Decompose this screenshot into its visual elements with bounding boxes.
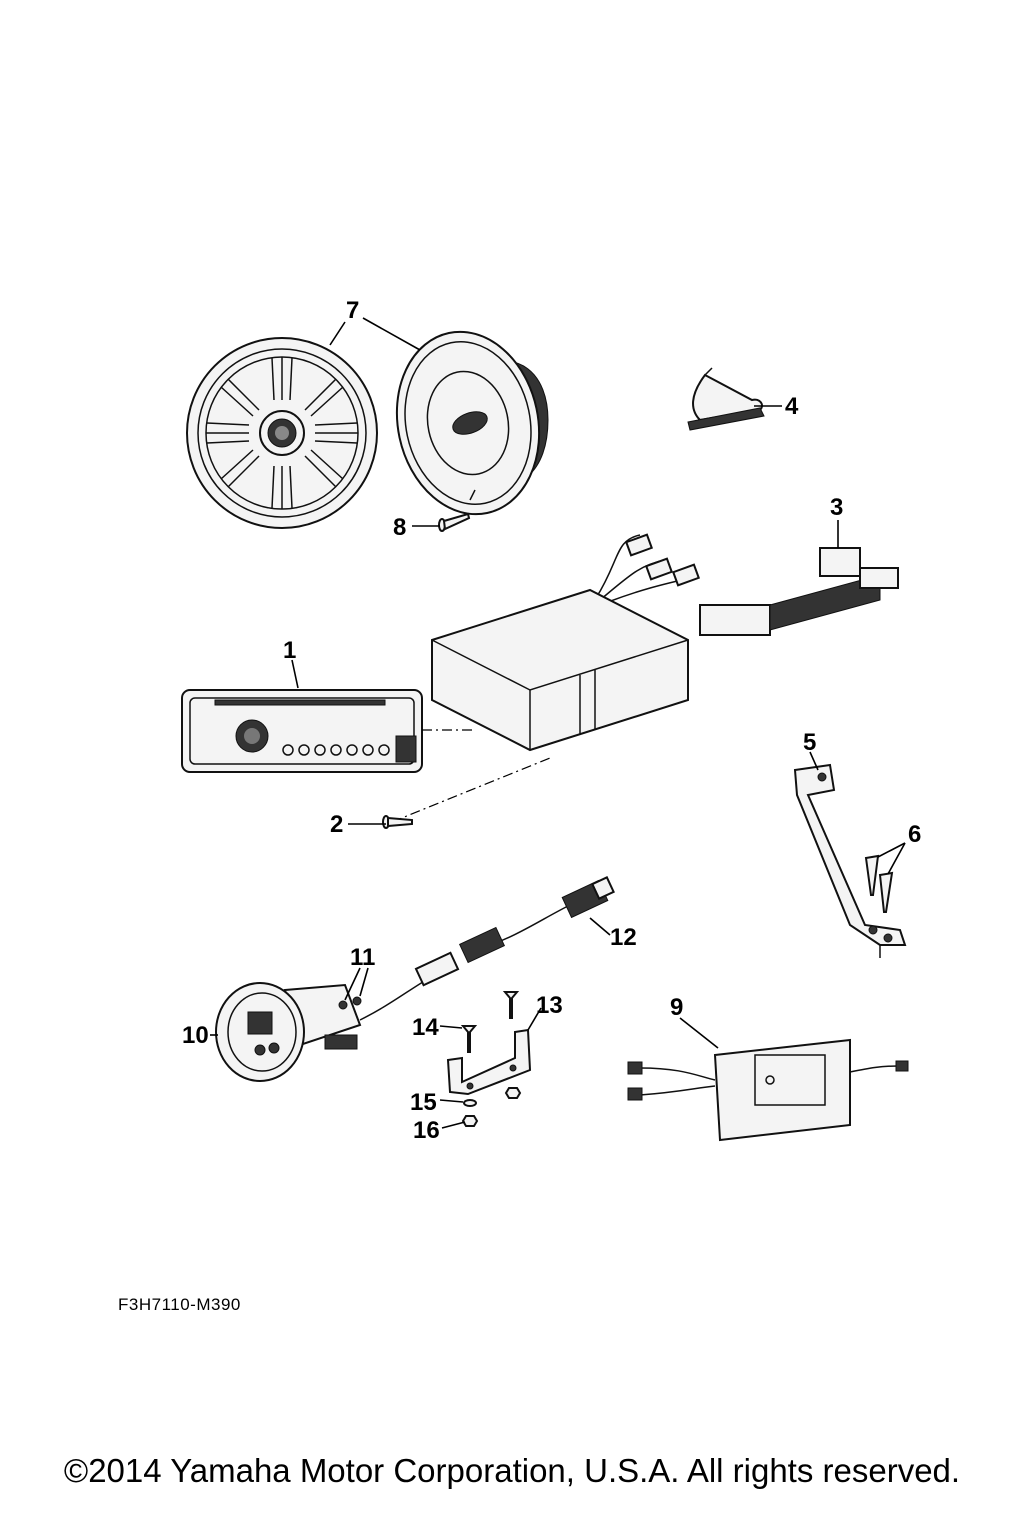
callout-16: 16: [413, 1117, 440, 1144]
extension-cable: [359, 876, 615, 1021]
cd-receiver: [181, 689, 423, 773]
screw: [864, 854, 894, 913]
callout-2: 2: [330, 811, 343, 838]
nut: [461, 1087, 522, 1127]
wire-harness: [595, 533, 899, 636]
callout-11: 11: [350, 944, 375, 971]
callout-labels: 1 2 3 4 5 6 7 8 9 10 11 12 13 14 15 16: [182, 297, 921, 1144]
speaker-grille: [186, 337, 378, 529]
callout-8: 8: [393, 514, 406, 541]
callout-12: 12: [610, 924, 637, 951]
leader-lines: [210, 317, 906, 1129]
callout-10: 10: [182, 1022, 209, 1049]
washer: [463, 1099, 477, 1107]
callout-6: 6: [908, 821, 921, 848]
antenna-lead: [687, 367, 765, 431]
remote-display: [215, 982, 362, 1082]
support-bracket: [793, 763, 907, 958]
washer: [338, 996, 362, 1010]
mounting-bracket: [446, 1028, 532, 1096]
bolt: [460, 991, 520, 1053]
screw: [438, 512, 471, 532]
callout-14: 14: [412, 1014, 439, 1041]
callout-4: 4: [785, 393, 799, 420]
speaker: [395, 330, 549, 516]
callout-1: 1: [283, 637, 296, 664]
copyright-notice: ©2014 Yamaha Motor Corporation, U.S.A. A…: [63, 1452, 961, 1489]
callout-3: 3: [830, 494, 843, 521]
callout-9: 9: [670, 994, 683, 1021]
amplifier: [627, 1038, 909, 1142]
screw: [382, 815, 413, 829]
callout-5: 5: [803, 729, 816, 756]
callout-15: 15: [410, 1089, 437, 1116]
diagram-code: F3H7110-M390: [118, 1295, 241, 1314]
callout-13: 13: [536, 992, 563, 1019]
receiver-sleeve: [431, 588, 689, 752]
callout-7: 7: [346, 297, 359, 324]
